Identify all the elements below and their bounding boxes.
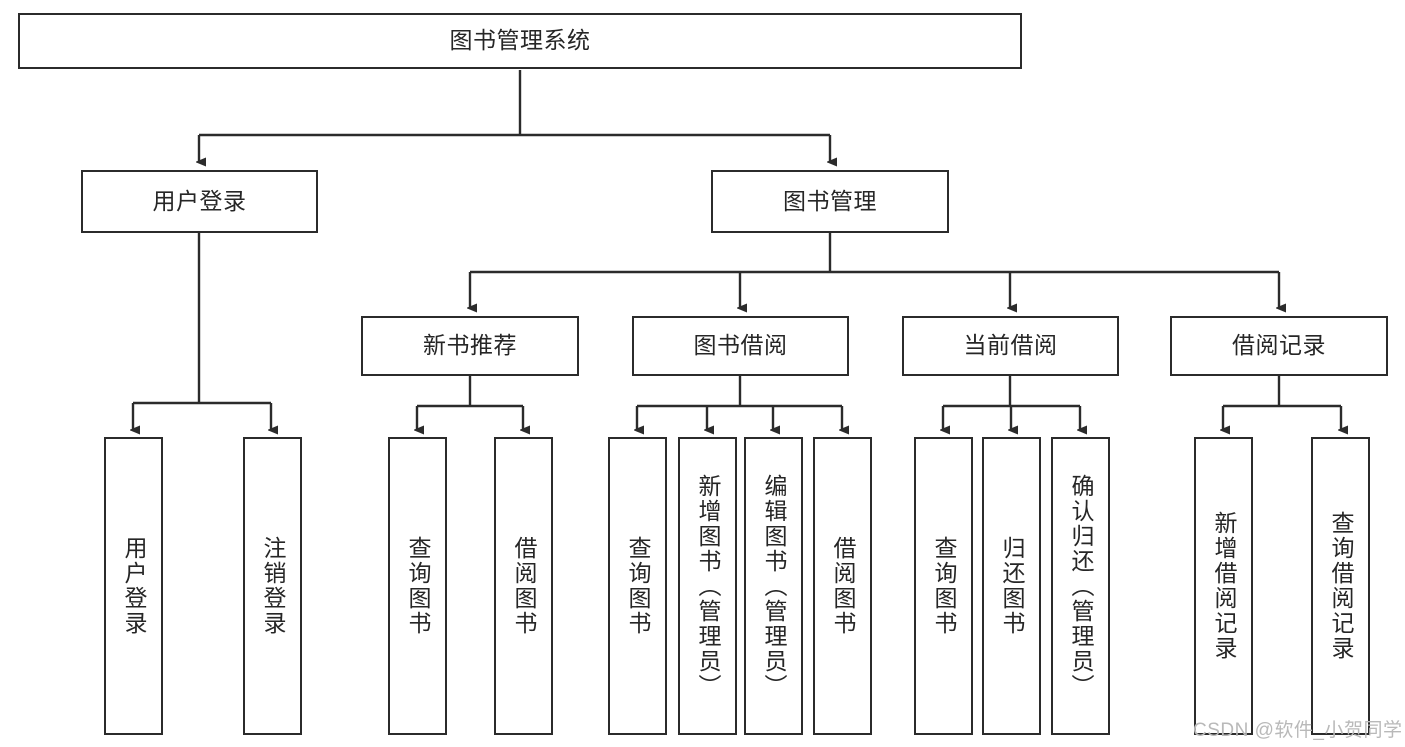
node-label: 归还图书: [999, 536, 1025, 636]
node-leaf-user-login[interactable]: 用户登录: [104, 437, 163, 735]
node-label: 用户登录: [152, 187, 247, 214]
node-label: 查询图书: [931, 536, 957, 636]
csdn-watermark: CSDN @软件_小贺同学: [1193, 720, 1403, 741]
node-label: 编辑图书（管理员）: [761, 473, 787, 699]
node-borrow-record[interactable]: 借阅记录: [1170, 316, 1388, 376]
node-leaf-return-book[interactable]: 归还图书: [982, 437, 1041, 735]
node-book-borrow[interactable]: 图书借阅: [632, 316, 849, 376]
node-label: 图书管理系统: [449, 27, 591, 54]
node-label: 图书借阅: [693, 332, 788, 359]
node-label: 借阅图书: [830, 536, 856, 636]
node-root-system[interactable]: 图书管理系统: [18, 13, 1022, 69]
node-label: 新书推荐: [423, 332, 517, 359]
node-new-book-recommend[interactable]: 新书推荐: [361, 316, 579, 376]
node-label: 新增借阅记录: [1211, 511, 1237, 661]
node-leaf-add-borrow-record[interactable]: 新增借阅记录: [1194, 437, 1253, 735]
node-label: 借阅图书: [511, 536, 537, 636]
node-user-login[interactable]: 用户登录: [81, 170, 318, 233]
node-leaf-query-book-recommend[interactable]: 查询图书: [388, 437, 447, 735]
node-label: 查询图书: [625, 536, 651, 636]
node-book-management[interactable]: 图书管理: [711, 170, 949, 233]
node-label: 图书管理: [783, 187, 877, 214]
node-leaf-borrow-book-recommend[interactable]: 借阅图书: [494, 437, 553, 735]
node-leaf-query-borrow-record[interactable]: 查询借阅记录: [1311, 437, 1370, 735]
node-leaf-query-book-borrow[interactable]: 查询图书: [608, 437, 667, 735]
node-label: 确认归还（管理员）: [1068, 473, 1094, 699]
node-label: 借阅记录: [1232, 332, 1326, 359]
node-label: 查询图书: [405, 536, 431, 636]
node-label: 查询借阅记录: [1328, 511, 1354, 661]
node-leaf-add-book[interactable]: 新增图书（管理员）: [678, 437, 737, 735]
node-label: 注销登录: [260, 536, 286, 636]
node-leaf-confirm-return[interactable]: 确认归还（管理员）: [1051, 437, 1110, 735]
node-label: 新增图书（管理员）: [695, 473, 721, 699]
node-label: 用户登录: [121, 536, 147, 636]
node-leaf-logout-login[interactable]: 注销登录: [243, 437, 302, 735]
node-leaf-edit-book[interactable]: 编辑图书（管理员）: [744, 437, 803, 735]
node-label: 当前借阅: [963, 332, 1058, 359]
node-leaf-query-book-current[interactable]: 查询图书: [914, 437, 973, 735]
node-current-borrow[interactable]: 当前借阅: [902, 316, 1119, 376]
node-leaf-borrow-book[interactable]: 借阅图书: [813, 437, 872, 735]
